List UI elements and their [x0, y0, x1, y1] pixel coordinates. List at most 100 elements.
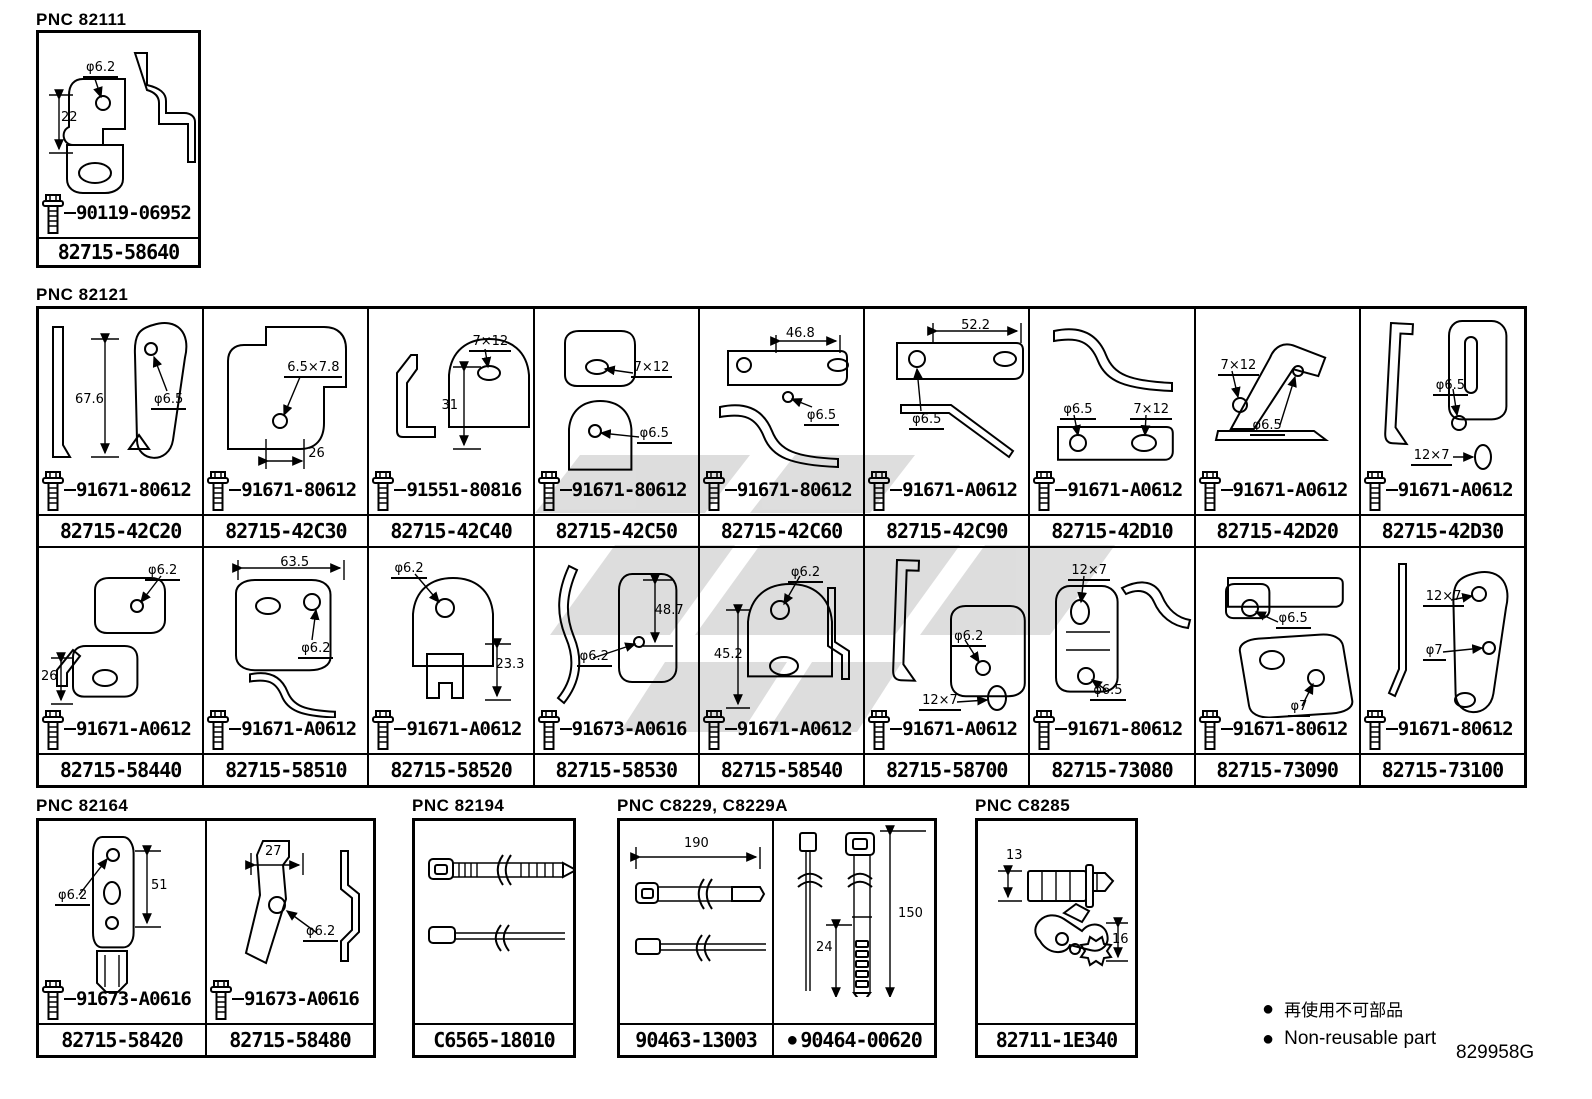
dimension-label: 16	[1112, 932, 1129, 947]
bolt-part-number: 91671-A0612	[1067, 479, 1183, 501]
bracket-diagram	[865, 548, 1028, 718]
bolt-row: 91671-80612	[703, 468, 861, 512]
bolt-leader-line	[1220, 728, 1233, 730]
bolt-part-number: 91673-A0616	[244, 988, 360, 1010]
bolt-part-number: 91671-A0612	[241, 718, 357, 740]
part-number: 82715-42D30	[1381, 519, 1504, 543]
bolt-leader-line	[64, 998, 76, 1000]
part-number-band: 82715-73100	[1360, 753, 1524, 785]
bolt-icon	[42, 707, 64, 751]
bolt-leader-line	[1385, 728, 1398, 730]
part-number-band: 82715-58510	[204, 753, 368, 785]
section-title-C8285: PNC C8285	[975, 796, 1071, 815]
bracket-diagram	[700, 548, 863, 718]
dimension-label: 48.7	[654, 603, 684, 618]
section-title-82121: PNC 82121	[36, 285, 129, 304]
part-number-band: 82715-73090	[1195, 753, 1359, 785]
dimension-label: 23.3	[495, 657, 525, 672]
part-number-band: 82715-58440	[39, 753, 203, 785]
part-number: 82715-42C50	[555, 519, 678, 543]
bolt-part-number: 91671-80612	[571, 479, 688, 501]
part-number: 82715-58510	[225, 758, 347, 782]
dimension-label: 7×12	[1217, 359, 1260, 376]
bracket-diagram	[535, 548, 698, 718]
page-code: 829958G	[1456, 1042, 1535, 1063]
bolt-part-number: 91671-80612	[1232, 718, 1349, 740]
section-title-82164: PNC 82164	[36, 796, 129, 815]
bolt-leader-line	[559, 728, 572, 730]
bracket-diagram	[774, 825, 934, 997]
legend-line-en: ● Non-reusable part	[1262, 1028, 1436, 1050]
bolt-leader-line	[1220, 489, 1233, 491]
dimension-label: φ7	[1287, 700, 1311, 717]
bolt-row: 91671-A0612	[868, 707, 1026, 751]
dimension-label: 52.2	[961, 318, 991, 333]
bolt-leader-line	[724, 489, 737, 491]
dimension-label: φ6.5	[1249, 419, 1285, 436]
bolt-icon	[42, 468, 64, 512]
bolt-icon	[1199, 707, 1221, 751]
bolt-leader-line	[890, 489, 903, 491]
bolt-icon	[538, 707, 560, 751]
dimension-label: 26	[308, 446, 325, 461]
part-number: 90463-13003	[635, 1028, 757, 1052]
bolt-row: 91671-80612	[1033, 707, 1191, 751]
bolt-part-number: 91671-80612	[76, 479, 192, 501]
dimension-label: 7×12	[630, 361, 673, 378]
dimension-label: φ6.2	[298, 642, 334, 659]
bolt-row: 91671-80612	[538, 468, 696, 512]
part-number-band: C6565-18010	[415, 1023, 573, 1055]
part-cell-82715-42C50: 7×12 φ6.5 91671-80612 82715-42C50	[533, 308, 699, 547]
part-number: C6565-18010	[433, 1028, 555, 1052]
bolt-row: 91671-A0612	[1199, 468, 1357, 512]
dimension-label: φ6.2	[145, 564, 181, 581]
bolt-part-number: 91671-A0612	[902, 718, 1018, 740]
bolt-leader-line	[229, 489, 242, 491]
dimension-label: φ6.2	[951, 630, 987, 647]
bolt-icon	[1033, 468, 1055, 512]
bolt-row: 91671-80612	[1199, 707, 1357, 751]
bolt-part-number: 91671-80612	[1067, 718, 1183, 740]
dimension-label: 12×7	[1068, 564, 1111, 581]
bolt-row: 91671-80612	[207, 468, 365, 512]
dimension-label: φ6.5	[1275, 612, 1311, 629]
part-number: 82715-73080	[1051, 758, 1173, 782]
part-number: 82715-42C30	[225, 519, 347, 543]
dimension-label: 27	[265, 844, 282, 859]
part-number: 82715-73100	[1381, 758, 1504, 782]
section-title-82194: PNC 82194	[412, 796, 505, 815]
bracket-diagram	[865, 309, 1028, 479]
bracket-diagram	[978, 821, 1135, 997]
bolt-row: 91671-A0612	[868, 468, 1026, 512]
part-number: 82715-42C40	[390, 519, 512, 543]
part-number-band: 82715-58420	[39, 1023, 205, 1055]
bolt-row: 91551-80816	[372, 468, 530, 512]
bolt-leader-line	[890, 728, 903, 730]
dimension-label: 6.5×7.8	[284, 361, 343, 378]
bolt-row: 91671-A0612	[1033, 468, 1191, 512]
bolt-part-number: 90119-06952	[76, 202, 192, 224]
dimension-label: φ6.5	[636, 427, 672, 444]
dimension-label: 12×7	[1422, 590, 1465, 607]
dimension-label: φ6.2	[303, 925, 339, 942]
bolt-part-number: 91551-80816	[406, 479, 522, 501]
bolt-icon	[207, 707, 229, 751]
dimension-label: 13	[1006, 848, 1023, 863]
bolt-icon	[538, 468, 560, 512]
bolt-icon	[210, 977, 232, 1021]
bolt-leader-line	[559, 489, 572, 491]
bolt-icon	[1364, 468, 1386, 512]
part-number-band: 82715-42D20	[1195, 514, 1359, 546]
bolt-leader-line	[724, 728, 737, 730]
